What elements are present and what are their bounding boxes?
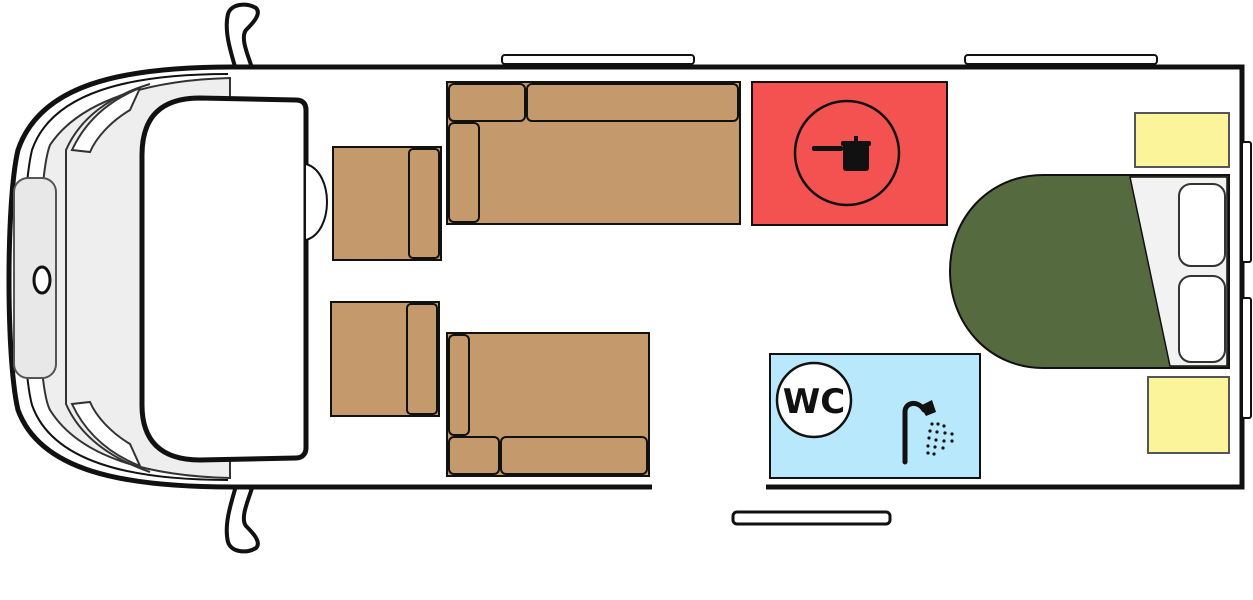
rear-door-handle-bottom	[1241, 297, 1252, 419]
top-window-front	[501, 54, 695, 65]
wc-icon: WC	[775, 361, 853, 439]
cooking-pot-icon	[793, 99, 901, 207]
driver-seat	[332, 146, 442, 261]
sliding-door-gap	[652, 481, 766, 493]
cab-headlight-bottom	[70, 400, 142, 468]
wc-label: WC	[783, 382, 845, 422]
double-bed	[948, 174, 1230, 369]
passenger-seat	[330, 301, 440, 417]
front-emblem	[32, 265, 52, 295]
pillow	[1178, 183, 1226, 267]
shower-icon	[902, 400, 954, 465]
top-window-rear	[964, 54, 1158, 65]
side-mirror-icon	[224, 2, 260, 73]
cab-hood-line	[65, 83, 151, 473]
pillow	[1178, 275, 1226, 363]
sliding-door	[731, 510, 892, 526]
rear-door-handle-top	[1241, 141, 1252, 263]
bedside-table-top	[1134, 112, 1230, 168]
van-cab-icon	[139, 95, 309, 463]
steering-column	[305, 163, 328, 241]
lounge-sofa-top	[446, 81, 741, 225]
bedside-table-bottom	[1147, 376, 1230, 454]
side-mirror-icon	[224, 483, 260, 554]
cab-headlight-top	[70, 86, 142, 154]
lounge-sofa-bottom	[446, 332, 650, 477]
